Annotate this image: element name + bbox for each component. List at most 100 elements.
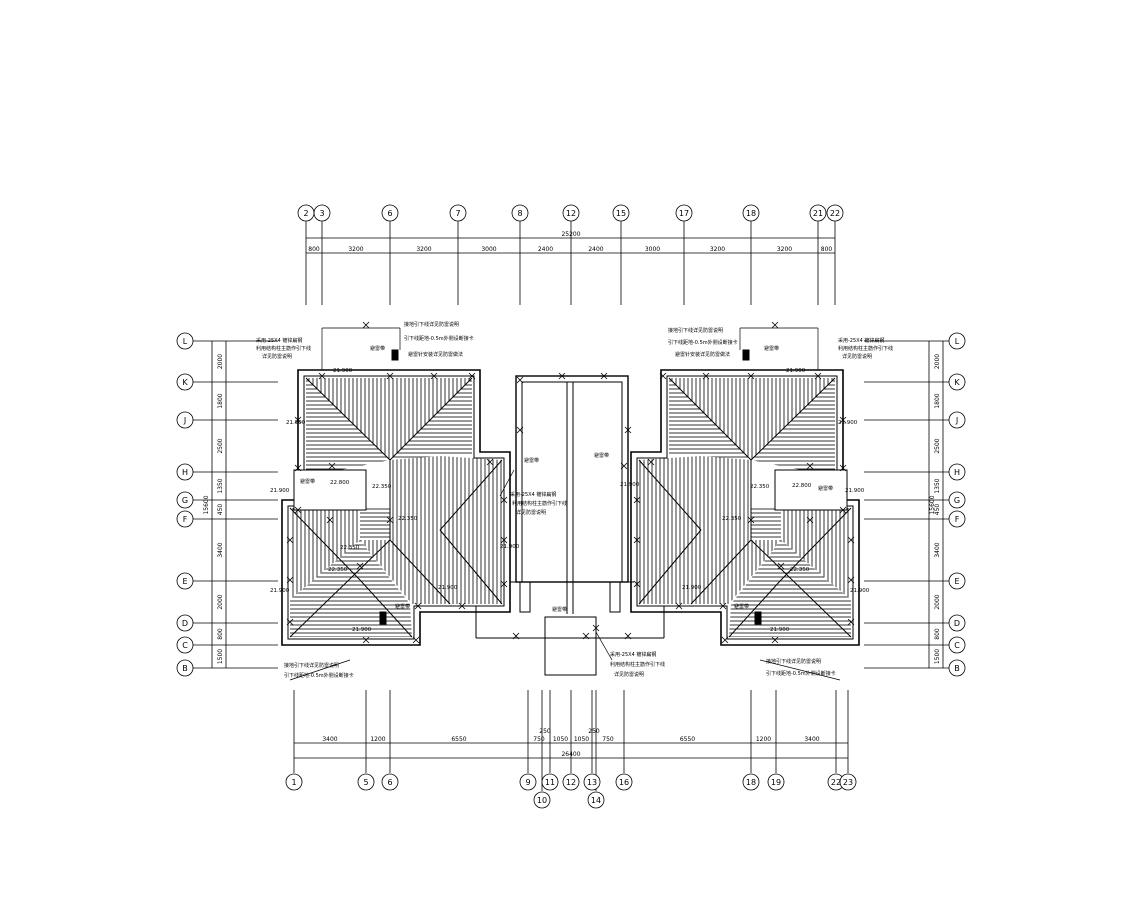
svg-text:K: K — [954, 378, 960, 387]
air-terminal-icon — [294, 416, 302, 424]
note-bottom-center-2: 利用结构柱主筋作引下线 — [610, 661, 665, 668]
axis-bubble-left-F: F — [176, 510, 194, 528]
svg-text:K: K — [182, 378, 188, 387]
svg-text:B: B — [954, 664, 960, 673]
dim-left-seg: 1500 — [217, 649, 224, 664]
axis-bubble-top-17: 17 — [675, 204, 693, 222]
elev-left-ridge-e: 22.350 — [328, 567, 348, 573]
svg-text:C: C — [954, 641, 960, 650]
axis-bubble-bottom-23: 23 — [839, 773, 857, 791]
air-terminal-icon — [747, 372, 755, 380]
dim-bottom-seg: 3400 — [322, 736, 337, 743]
note-bottom-right-2: 引下线距地-0.5m外侧设断接卡 — [766, 670, 836, 677]
axis-bubble-top-8: 8 — [511, 204, 529, 222]
center-stair-core — [475, 375, 665, 676]
air-terminal-icon — [633, 580, 641, 588]
note-strip-right-1: 采用-25X4 镀锌扁钢 — [838, 337, 884, 344]
axis-bubble-right-C: C — [948, 636, 966, 654]
air-terminal-icon — [624, 426, 632, 434]
svg-text:6: 6 — [387, 209, 392, 218]
dim-top-seg: 3200 — [416, 246, 431, 253]
note-strip-left-3: 详见防雷说明 — [262, 353, 292, 360]
elev-left-eave-top: 21.900 — [333, 368, 353, 374]
air-terminal-icon — [847, 618, 855, 626]
dim-top-seg: 800 — [308, 246, 320, 253]
axis-bubble-right-J: J — [948, 411, 966, 429]
dim-bottom-small: 250 — [539, 728, 551, 735]
elev-right-eave-side: 21.900 — [838, 420, 858, 426]
svg-text:J: J — [183, 416, 186, 425]
note-center-bond-r: 避雷带 — [594, 452, 609, 459]
dim-left-seg: 1350 — [217, 478, 224, 493]
axis-bubble-bottom-5: 5 — [357, 773, 375, 791]
dim-bottom-total: 26400 — [561, 751, 580, 758]
dim-right-seg: 1350 — [934, 478, 941, 493]
dim-bottom-seg: 6550 — [451, 736, 466, 743]
air-terminal-icon — [414, 602, 422, 610]
note-center-strip-2: 利用结构柱主筋作引下线 — [512, 500, 567, 507]
elev-right-eave-e: 21.900 — [850, 588, 870, 594]
svg-text:5: 5 — [363, 778, 368, 787]
note-top-left-2: 引下线距地-0.5m外侧设断接卡 — [404, 335, 474, 342]
dim-right-seg: 800 — [934, 628, 941, 640]
note-strip-left-2: 利用结构柱主筋作引下线 — [256, 345, 311, 352]
svg-text:12: 12 — [566, 209, 576, 218]
svg-text:D: D — [954, 619, 960, 628]
dim-left-total: 15600 — [203, 495, 210, 514]
air-terminal-icon — [633, 536, 641, 544]
note-bottom-center-3: 详见防雷说明 — [614, 671, 644, 678]
svg-text:14: 14 — [591, 796, 601, 805]
air-terminal-icon — [582, 632, 590, 640]
axis-bubble-left-K: K — [176, 373, 194, 391]
air-terminal-icon — [806, 462, 814, 470]
left-roof-block — [281, 349, 511, 646]
elev-right-ridge-b: 22.350 — [750, 484, 770, 490]
dim-top-seg: 3000 — [481, 246, 496, 253]
elev-left-eave-low: 21.900 — [438, 585, 458, 591]
svg-text:6: 6 — [387, 778, 392, 787]
air-terminal-icon — [516, 426, 524, 434]
air-terminal-icon — [719, 602, 727, 610]
dim-top-seg: 3000 — [645, 246, 660, 253]
air-terminal-icon — [675, 602, 683, 610]
note-bottom-left-2: 引下线距地-0.5m外侧设断接卡 — [284, 672, 354, 679]
dim-top-seg: 2400 — [588, 246, 603, 253]
svg-text:D: D — [182, 619, 188, 628]
note-top-left-3: 避雷针安装详见防雷做法 — [408, 351, 463, 358]
elev-left-ridge-d: 22.350 — [340, 545, 360, 551]
air-terminal-icon — [386, 372, 394, 380]
svg-text:23: 23 — [843, 778, 853, 787]
note-bottom-center-1: 采用-25X4 镀锌扁钢 — [610, 651, 656, 658]
axis-bubble-bottom-11: 11 — [541, 773, 559, 791]
axis-bubble-left-C: C — [176, 636, 194, 654]
axis-bubble-left-G: G — [176, 491, 194, 509]
air-terminal-icon — [814, 372, 822, 380]
note-well-right-bond: 避雷带 — [818, 485, 833, 492]
axis-bubble-top-21: 21 — [809, 204, 827, 222]
axis-bubble-right-K: K — [948, 373, 966, 391]
dim-left-seg: 3400 — [217, 542, 224, 557]
air-terminal-icon — [512, 632, 520, 640]
air-terminal-icon — [500, 496, 508, 504]
svg-text:19: 19 — [771, 778, 781, 787]
dim-left-seg: 800 — [217, 628, 224, 640]
dim-right-total: 15600 — [929, 495, 936, 514]
air-terminal-icon — [294, 464, 302, 472]
air-terminal-icon — [516, 376, 524, 384]
elev-left-eave-g: 21.900 — [270, 488, 290, 494]
svg-text:11: 11 — [545, 778, 555, 787]
elev-right-eave-low: 21.900 — [682, 585, 702, 591]
axis-bubble-left-B: B — [176, 659, 194, 677]
dim-right-seg: 2000 — [934, 594, 941, 609]
axis-bubble-right-F: F — [948, 510, 966, 528]
air-terminal-icon — [362, 636, 370, 644]
note-well-left-bond: 避雷带 — [300, 478, 315, 485]
elev-left-eave-right: 21.900 — [500, 544, 520, 550]
air-terminal-icon — [847, 576, 855, 584]
dim-top-seg: 3200 — [777, 246, 792, 253]
svg-text:12: 12 — [566, 778, 576, 787]
axis-bubble-bottom-13: 13 — [583, 773, 601, 791]
svg-text:17: 17 — [679, 209, 689, 218]
axis-bubble-bottom-10: 10 — [533, 791, 551, 809]
air-terminal-icon — [747, 516, 755, 524]
